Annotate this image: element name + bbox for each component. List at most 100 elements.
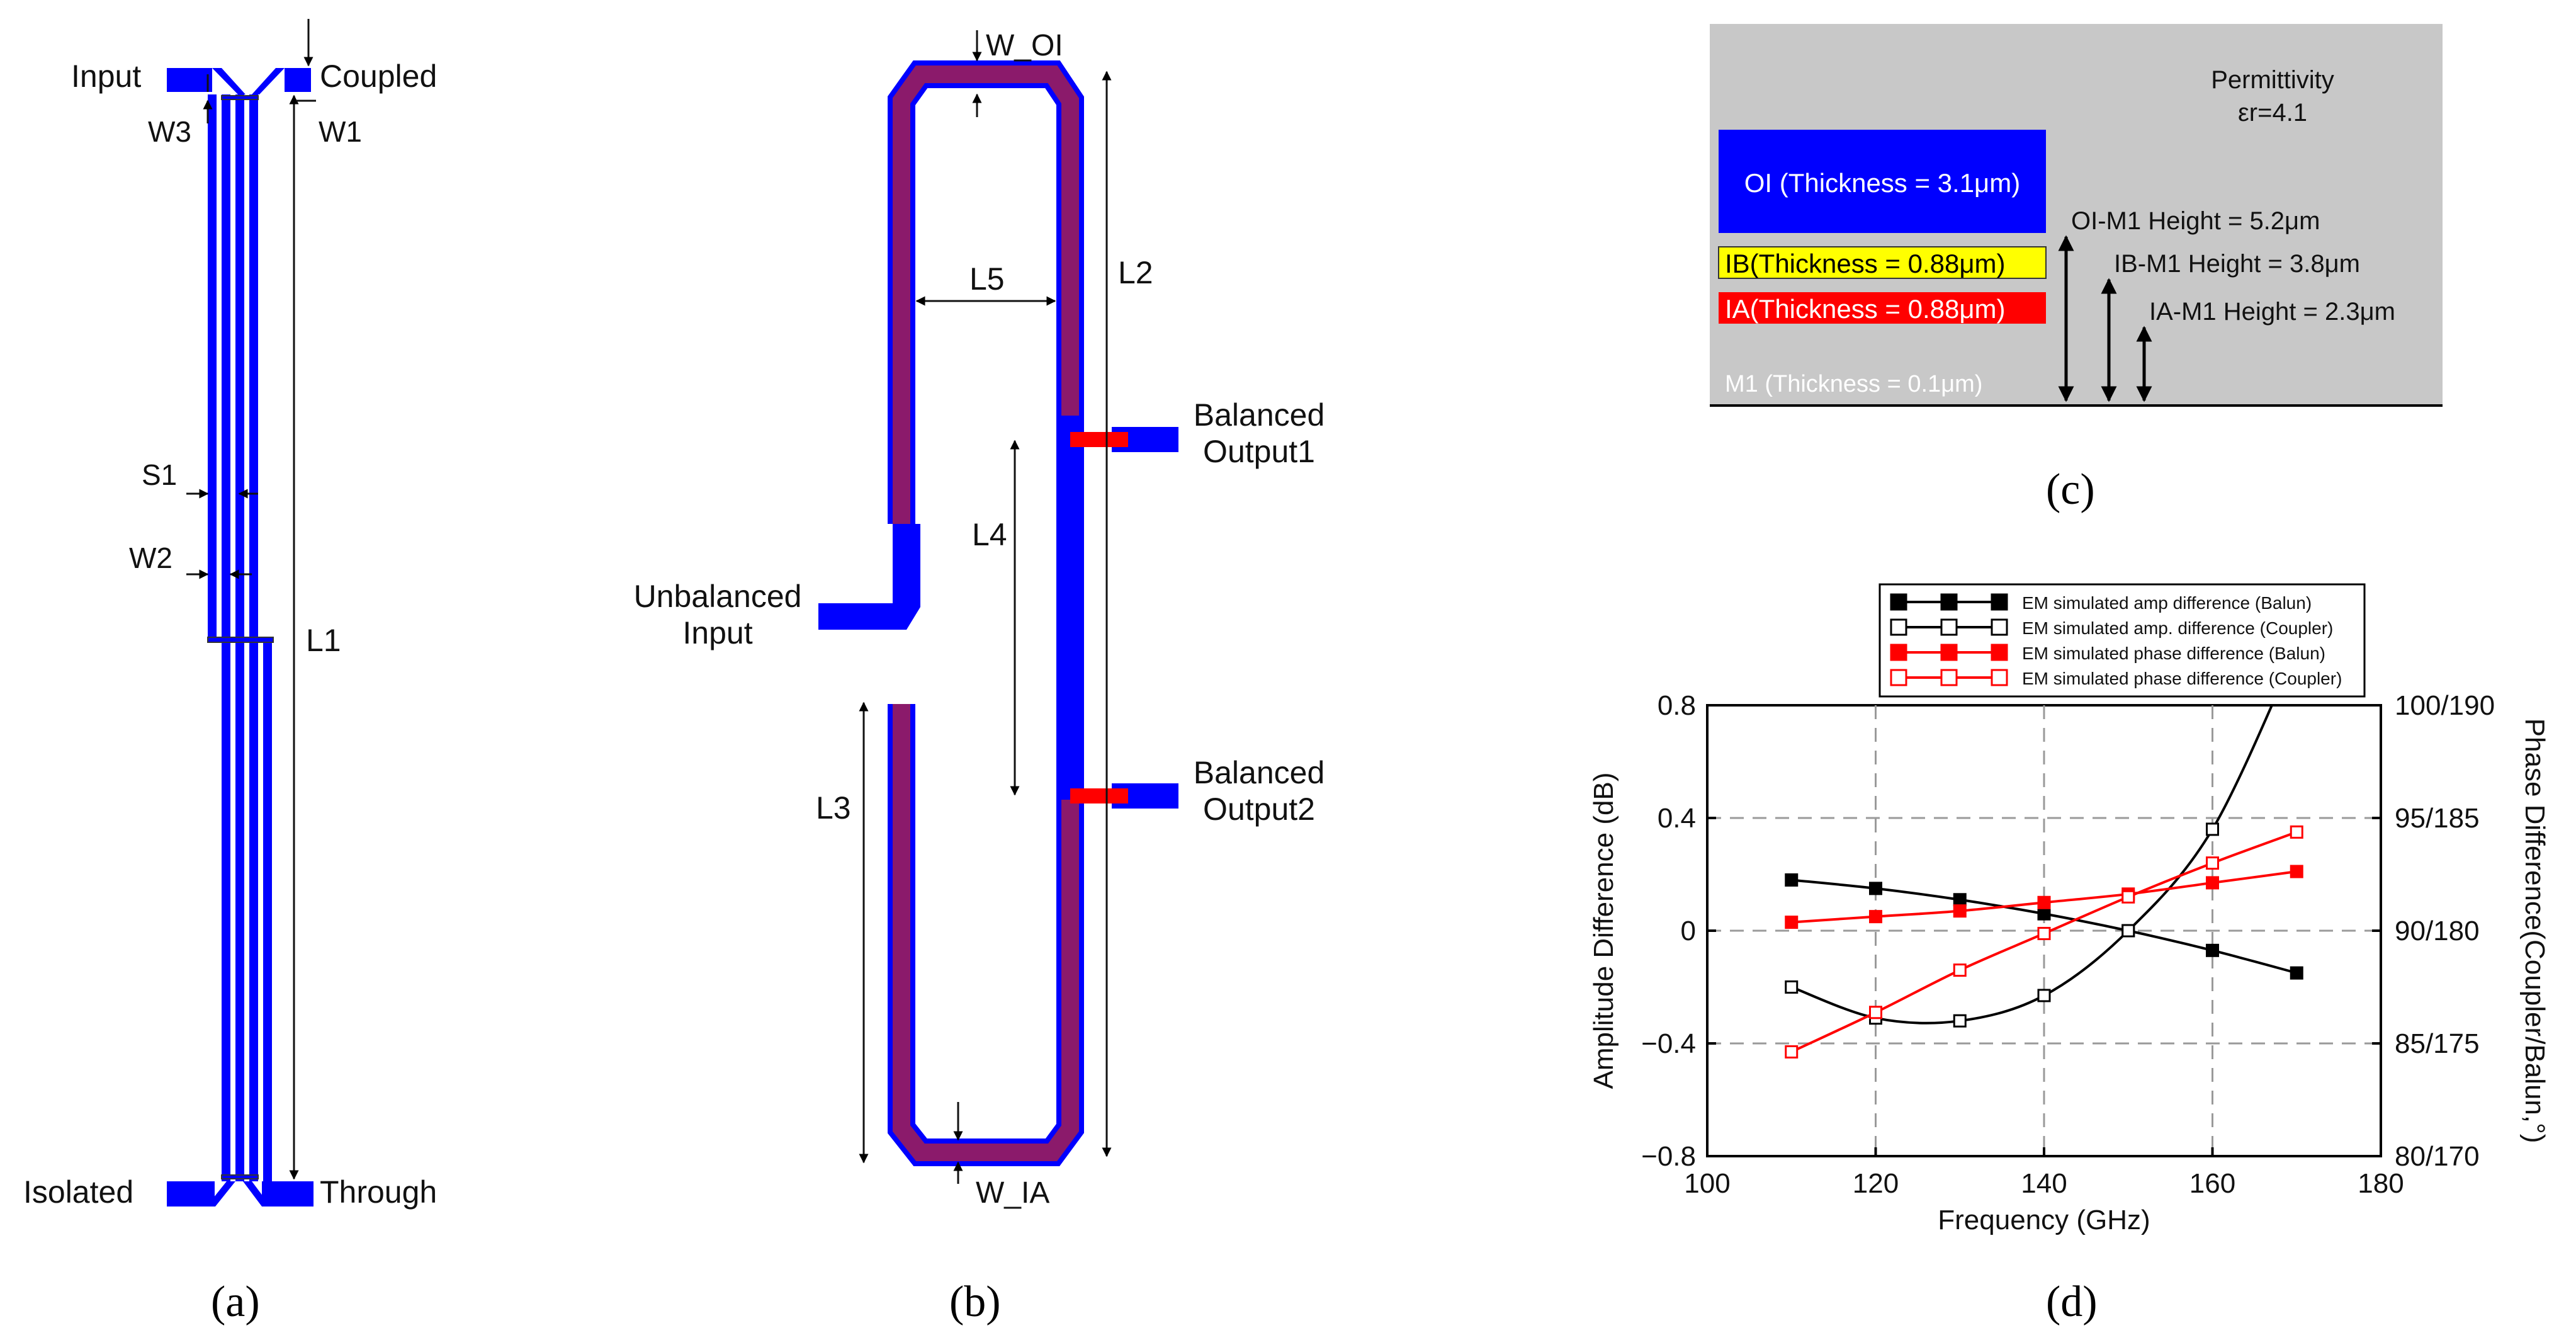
x-tick-label: 180 — [2358, 1168, 2404, 1199]
data-point — [1953, 893, 1967, 907]
data-point — [1869, 910, 1882, 924]
ia-layer — [1719, 292, 2046, 324]
data-point — [1869, 882, 1882, 895]
w1-label: W1 — [319, 115, 362, 148]
coupled-line-1 — [208, 94, 217, 641]
data-point — [1785, 980, 1799, 994]
x-tick-label: 160 — [2189, 1168, 2235, 1199]
m1-layer-label: M1 (Thickness = 0.1μm) — [1725, 371, 1982, 397]
y2-tick-label: 95/185 — [2395, 803, 2480, 834]
coupled-pad — [285, 68, 311, 92]
isolated-pad — [167, 1181, 215, 1207]
y2-tick-label: 100/190 — [2395, 690, 2495, 721]
x-tick-label: 140 — [2021, 1168, 2067, 1199]
legend-marker — [1940, 669, 1958, 686]
data-point — [2206, 943, 2219, 957]
y2-tick-label: 85/175 — [2395, 1028, 2480, 1059]
balanced-output1-via — [1070, 432, 1128, 447]
ib-layer — [1718, 246, 2047, 279]
legend-marker — [1890, 618, 1907, 636]
data-point — [2037, 895, 2051, 909]
legend: EM simulated amp difference (Balun)EM si… — [1878, 583, 2366, 698]
ia-layer-label: IA(Thickness = 0.88μm) — [1725, 294, 2006, 324]
series-4 — [1785, 825, 2303, 1059]
isolated-label: Isolated — [23, 1174, 133, 1210]
data-point — [1785, 1045, 1799, 1059]
through-pad — [262, 1181, 314, 1207]
panel-a-coupler-layout: L1 W1 W3 S1 W2 Input Coupled Isolated Th… — [23, 19, 437, 1326]
y2-axis-label: Phase Difference(Coupler/Balun,°) — [2519, 718, 2550, 1144]
data-point — [1785, 916, 1799, 929]
grid-lines — [1707, 705, 2381, 1156]
permittivity-title: Permittivity — [2211, 66, 2334, 94]
panel-c-layer-stack: Permittivity εr=4.1 OI (Thickness = 3.1μ… — [1710, 24, 2443, 514]
balanced-output1-label-line2: Output1 — [1203, 434, 1315, 469]
coupled-taper — [252, 68, 285, 94]
w2-label: W2 — [129, 542, 172, 574]
unbalanced-input-label-line1: Unbalanced — [634, 579, 802, 614]
y-tick-label: −0.4 — [1641, 1028, 1696, 1059]
balanced-output2-label-line1: Balanced — [1194, 755, 1325, 790]
oi-loop-outline — [888, 60, 1084, 1166]
w-oi-label: W_OI — [986, 29, 1063, 62]
legend-marker — [1991, 593, 2008, 611]
y-tick-label: 0 — [1681, 916, 1696, 946]
legend-marker — [1890, 593, 1907, 611]
data-point — [1785, 873, 1799, 887]
top-bridge — [221, 95, 259, 100]
data-point — [2290, 825, 2303, 839]
legend-marker — [1940, 618, 1958, 636]
y-tick-label: −0.8 — [1641, 1141, 1696, 1172]
legend-entry-label: EM simulated phase difference (Coupler) — [2022, 669, 2342, 688]
legend-marker — [1940, 644, 1958, 661]
panel-d-caption: (d) — [2046, 1278, 2098, 1326]
bottom-bridge — [221, 1174, 259, 1179]
data-point — [1953, 904, 1967, 918]
series-2 — [1785, 705, 2274, 1028]
panel-b-balun-layout: L2 L3 L4 L5 W_OI W_IA Unbalanced Input B… — [634, 29, 1325, 1326]
coupled-line-8 — [222, 641, 230, 1181]
legend-marker — [1991, 644, 2008, 661]
crossover-bridge — [207, 637, 274, 643]
data-point — [2121, 890, 2135, 904]
coupled-line-7 — [263, 641, 272, 1181]
balanced-output2-label-line2: Output2 — [1203, 792, 1315, 827]
data-point — [1953, 963, 1967, 977]
balanced-output2-via — [1070, 788, 1128, 803]
panel-a-caption: (a) — [211, 1278, 260, 1326]
data-point — [2037, 907, 2051, 921]
coupled-label: Coupled — [320, 59, 437, 94]
data-point — [2206, 876, 2219, 890]
coupled-line-6 — [249, 641, 258, 1181]
data-point — [2037, 926, 2051, 940]
balanced-output1-label-line1: Balanced — [1194, 397, 1325, 433]
input-pad — [167, 68, 212, 92]
coupled-line-3 — [235, 94, 244, 641]
data-point — [1953, 1014, 1967, 1028]
through-label: Through — [320, 1174, 437, 1210]
legend-entry-label: EM simulated amp. difference (Coupler) — [2022, 618, 2333, 638]
input-taper — [212, 68, 246, 94]
y2-tick-label: 90/180 — [2395, 916, 2480, 946]
coupled-line-5 — [235, 641, 244, 1181]
series-group — [1785, 705, 2303, 1059]
w3-label: W3 — [148, 115, 191, 148]
l4-label: L4 — [972, 517, 1007, 552]
l3-label: L3 — [816, 790, 851, 826]
w-ia-label: W_IA — [976, 1176, 1049, 1210]
l2-label: L2 — [1118, 255, 1153, 290]
data-point — [2121, 924, 2135, 938]
legend-marker — [1991, 669, 2008, 686]
y-tick-label: 0.4 — [1658, 803, 1696, 834]
unbalanced-input-label-line2: Input — [682, 615, 752, 650]
data-point — [2290, 966, 2303, 980]
y2-tick-label: 80/170 — [2395, 1141, 2480, 1172]
legend-marker — [1890, 644, 1907, 661]
data-point — [2206, 822, 2219, 836]
x-axis-label: Frequency (GHz) — [1938, 1205, 2150, 1235]
data-point — [2290, 865, 2303, 878]
input-label: Input — [71, 59, 141, 94]
